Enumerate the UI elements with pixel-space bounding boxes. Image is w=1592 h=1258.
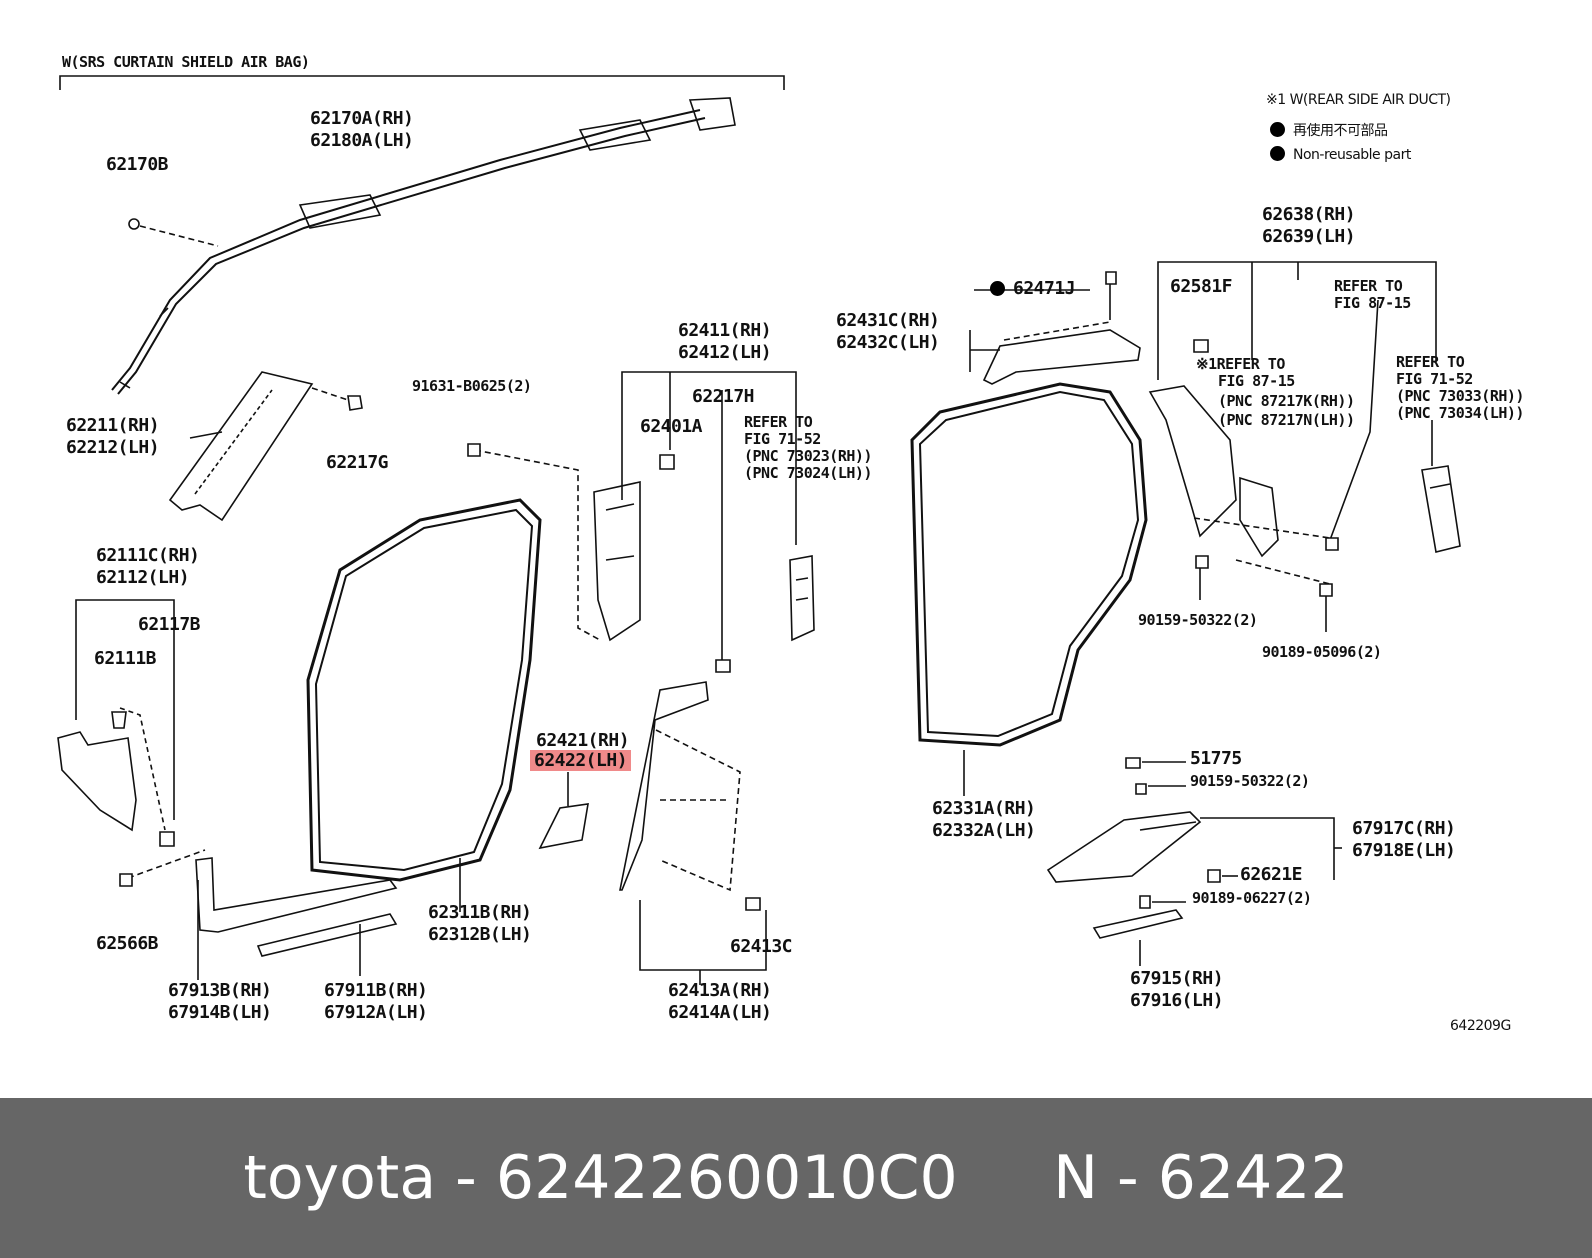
legend-en-text: Non-reusable part: [1293, 147, 1411, 163]
label-62401A[interactable]: 62401A: [640, 416, 703, 437]
label-67914B[interactable]: 67914B(LH): [168, 1002, 272, 1023]
label-62211[interactable]: 62211(RH): [66, 415, 160, 436]
legend-en: Non-reusable part: [1270, 146, 1411, 164]
refer-71-52-b: FIG 71-52: [744, 430, 821, 448]
figure-id: 642209G: [1450, 1018, 1511, 1034]
label-90159-b[interactable]: 90159-50322(2): [1190, 772, 1310, 790]
label-67916[interactable]: 67916(LH): [1130, 990, 1224, 1011]
note-rear-side-air-duct: ※1 W(REAR SIDE AIR DUCT): [1266, 92, 1451, 108]
label-62471J-text: 62471J: [1013, 278, 1076, 299]
label-62421[interactable]: 62421(RH): [536, 730, 630, 751]
label-90189-b[interactable]: 90189-06227(2): [1192, 889, 1312, 907]
n-label: N: [1053, 1143, 1098, 1213]
refer-71-52-e: REFER TO: [1396, 353, 1465, 371]
note1-refer-c: (PNC 87217K(RH)): [1218, 392, 1355, 410]
label-62412[interactable]: 62412(LH): [678, 342, 772, 363]
label-62180A[interactable]: 62180A(LH): [310, 130, 414, 151]
label-67918E[interactable]: 67918E(LH): [1352, 840, 1456, 861]
label-62422-highlighted[interactable]: 62422(LH): [530, 750, 632, 771]
label-62411[interactable]: 62411(RH): [678, 320, 772, 341]
label-67911B[interactable]: 67911B(RH): [324, 980, 428, 1001]
label-62170B[interactable]: 62170B: [106, 154, 169, 175]
label-91631[interactable]: 91631-B0625(2): [412, 377, 532, 395]
n-number: 62422: [1157, 1143, 1349, 1213]
note1-refer-a: ※1REFER TO: [1196, 355, 1285, 373]
label-62111C[interactable]: 62111C(RH): [96, 545, 200, 566]
label-62566B[interactable]: 62566B: [96, 933, 159, 954]
label-62170A[interactable]: 62170A(RH): [310, 108, 414, 129]
refer-87-15-b: FIG 87-15: [1334, 294, 1411, 312]
non-reusable-dot-icon: [1270, 122, 1285, 137]
label-62111B[interactable]: 62111B: [94, 648, 157, 669]
label-62331A[interactable]: 62331A(RH): [932, 798, 1036, 819]
label-62217G[interactable]: 62217G: [326, 452, 389, 473]
label-51775[interactable]: 51775: [1190, 748, 1242, 769]
label-62112[interactable]: 62112(LH): [96, 567, 190, 588]
refer-71-52-h: (PNC 73034(LH)): [1396, 404, 1524, 422]
footer-gap: [958, 1143, 1053, 1213]
label-67912A[interactable]: 67912A(LH): [324, 1002, 428, 1023]
label-62117B[interactable]: 62117B: [138, 614, 201, 635]
label-62431C[interactable]: 62431C(RH): [836, 310, 940, 331]
label-62217H[interactable]: 62217H: [692, 386, 755, 407]
label-62312B[interactable]: 62312B(LH): [428, 924, 532, 945]
part-number: 6242260010C0: [495, 1143, 958, 1213]
label-62414A[interactable]: 62414A(LH): [668, 1002, 772, 1023]
label-62639[interactable]: 62639(LH): [1262, 226, 1356, 247]
label-62471J[interactable]: 62471J: [990, 278, 1076, 299]
label-90189-a[interactable]: 90189-05096(2): [1262, 643, 1382, 661]
refer-71-52-g: (PNC 73033(RH)): [1396, 387, 1524, 405]
label-62413A[interactable]: 62413A(RH): [668, 980, 772, 1001]
refer-71-52-a: REFER TO: [744, 413, 813, 431]
refer-71-52-d: (PNC 73024(LH)): [744, 464, 872, 482]
label-62311B[interactable]: 62311B(RH): [428, 902, 532, 923]
refer-71-52-c: (PNC 73023(RH)): [744, 447, 872, 465]
label-62332A[interactable]: 62332A(LH): [932, 820, 1036, 841]
note1-refer-b: FIG 87-15: [1218, 372, 1295, 390]
legend-jp-text: 再使用不可部品: [1293, 123, 1388, 139]
label-67917C[interactable]: 67917C(RH): [1352, 818, 1456, 839]
label-62413C[interactable]: 62413C: [730, 936, 793, 957]
label-62212[interactable]: 62212(LH): [66, 437, 160, 458]
airbag-header: W(SRS CURTAIN SHIELD AIR BAG): [62, 53, 310, 71]
footer-separator: -: [1097, 1143, 1158, 1213]
non-reusable-dot-icon: [990, 281, 1005, 296]
label-67915[interactable]: 67915(RH): [1130, 968, 1224, 989]
brand-name: toyota: [243, 1143, 437, 1213]
refer-87-15-a: REFER TO: [1334, 277, 1403, 295]
label-62581F[interactable]: 62581F: [1170, 276, 1233, 297]
refer-71-52-f: FIG 71-52: [1396, 370, 1473, 388]
label-90159-a[interactable]: 90159-50322(2): [1138, 611, 1258, 629]
label-62432C[interactable]: 62432C(LH): [836, 332, 940, 353]
note1-refer-d: (PNC 87217N(LH)): [1218, 411, 1355, 429]
parts-diagram: W(SRS CURTAIN SHIELD AIR BAG) ※1 W(REAR …: [57, 53, 1525, 1034]
label-67913B[interactable]: 67913B(RH): [168, 980, 272, 1001]
part-info-footer: toyota - 6242260010C0 N - 62422: [0, 1098, 1592, 1258]
footer-separator: -: [436, 1143, 496, 1213]
label-62621E[interactable]: 62621E: [1240, 864, 1303, 885]
legend-jp: 再使用不可部品: [1270, 122, 1388, 140]
non-reusable-dot-icon: [1270, 146, 1285, 161]
diagram-drawing: [57, 75, 1461, 985]
label-62638[interactable]: 62638(RH): [1262, 204, 1356, 225]
